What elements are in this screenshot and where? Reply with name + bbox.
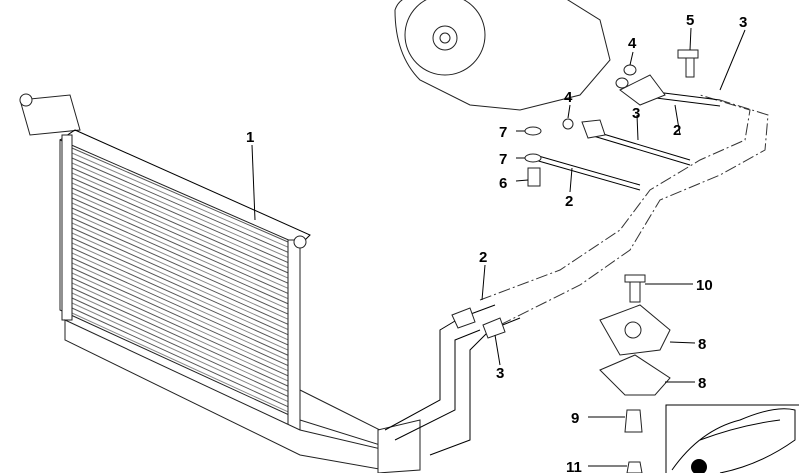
radiator-fin (71, 187, 289, 284)
radiator-fin (71, 267, 289, 366)
transmission-housing (394, 0, 611, 111)
radiator-fin (71, 252, 289, 351)
radiator-fin (71, 302, 289, 403)
radiator-fin (71, 257, 289, 356)
radiator-fin (71, 297, 289, 397)
leader-lines (251, 27, 746, 467)
radiator-fin (71, 312, 289, 413)
radiator-fin (71, 242, 289, 341)
radiator-fin (71, 237, 289, 336)
callout-11: 11 (566, 459, 582, 473)
radiator-fin (71, 247, 289, 346)
radiator-fin (71, 192, 289, 289)
radiator-fin (71, 277, 289, 377)
oil-lines (384, 89, 769, 456)
radiator-fin (71, 147, 289, 243)
radiator-fin (71, 167, 289, 264)
locator-dot (691, 459, 707, 473)
callout-7: 7 (499, 151, 507, 168)
radiator-fin (71, 197, 289, 294)
radiator-fin (71, 207, 289, 305)
radiator-fin (71, 202, 289, 300)
radiator-fin (71, 152, 289, 248)
callout-4: 4 (564, 89, 573, 106)
callout-4: 4 (628, 35, 637, 52)
radiator-fin (71, 162, 289, 258)
radiator-fin (71, 292, 289, 392)
radiator-fin (71, 172, 289, 269)
vehicle-locator-inset (665, 404, 799, 473)
callout-8: 8 (698, 375, 706, 392)
callout-8: 8 (698, 336, 706, 353)
radiator-fin (71, 307, 289, 408)
oil-cooler-radiator (19, 93, 421, 473)
callout-3: 3 (632, 105, 640, 122)
callout-2: 2 (479, 249, 487, 266)
callout-2: 2 (673, 122, 681, 139)
radiator-fin (71, 182, 289, 279)
small-parts (451, 49, 699, 473)
radiator-fin (71, 282, 289, 382)
radiator-fin (71, 287, 289, 387)
callout-3: 3 (739, 14, 747, 31)
radiator-fin (71, 212, 289, 310)
callout-9: 9 (571, 410, 579, 427)
radiator-fin (71, 157, 289, 253)
radiator-fin (71, 262, 289, 361)
radiator-fin (71, 222, 289, 320)
radiator-fin (71, 272, 289, 372)
callout-3: 3 (496, 365, 504, 382)
callout-2: 2 (565, 193, 573, 210)
callout-6: 6 (499, 175, 507, 192)
radiator-fin (71, 232, 289, 330)
callout-1: 1 (246, 129, 254, 146)
callout-5: 5 (686, 12, 694, 29)
callouts: 1 2 2 2 3 3 3 4 4 5 6 7 7 8 8 9 10 11 (246, 12, 747, 473)
callout-7: 7 (499, 124, 507, 141)
callout-10: 10 (696, 277, 713, 294)
radiator-fin (71, 177, 289, 274)
radiator-fin (71, 217, 289, 315)
radiator-fin (71, 227, 289, 325)
